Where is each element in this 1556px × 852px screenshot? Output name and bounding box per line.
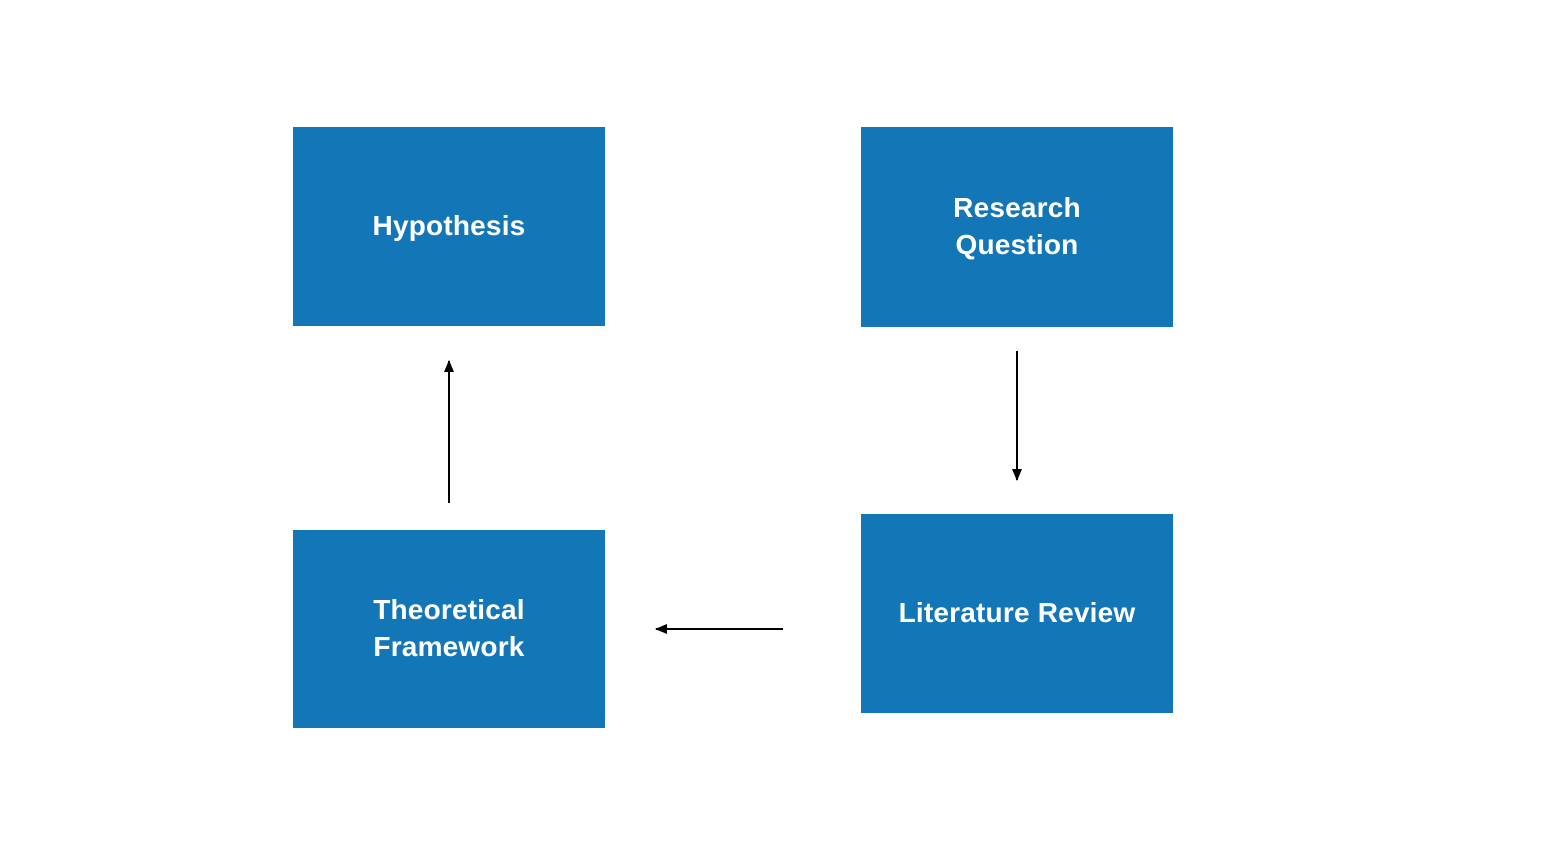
- node-theoretical-framework-label: Theoretical Framework: [373, 594, 525, 662]
- node-research-question[interactable]: Research Question: [861, 127, 1173, 327]
- node-literature-review-label: Literature Review: [898, 597, 1136, 629]
- node-hypothesis-label: Hypothesis: [372, 210, 526, 242]
- node-research-question-label: Research Question: [953, 192, 1081, 260]
- node-theoretical-framework[interactable]: Theoretical Framework: [293, 530, 605, 728]
- node-hypothesis[interactable]: Hypothesis: [293, 127, 605, 326]
- node-literature-review[interactable]: Literature Review: [861, 514, 1173, 713]
